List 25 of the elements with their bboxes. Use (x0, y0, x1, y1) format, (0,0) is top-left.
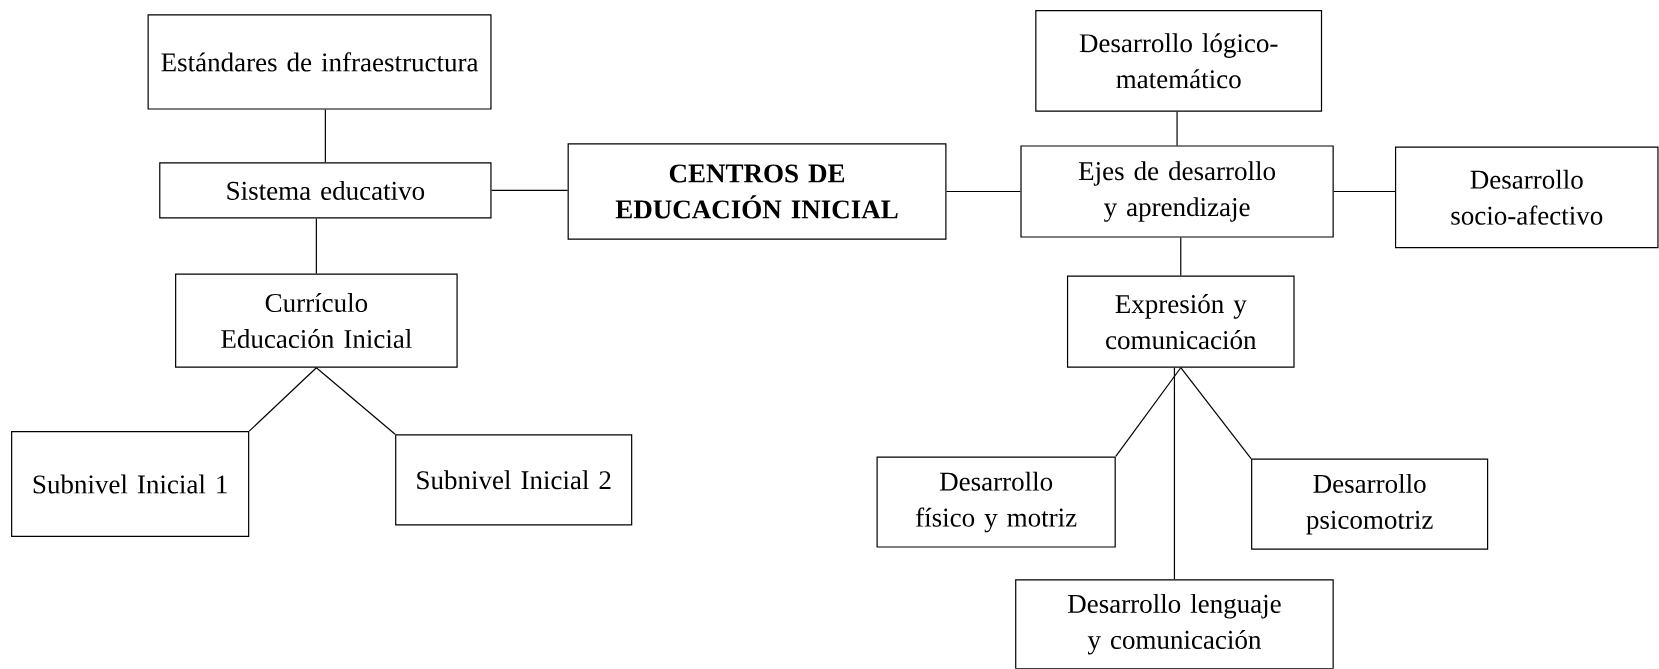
connector-line (1115, 367, 1182, 458)
text-box: Sistema educativo (159, 162, 492, 219)
connector-line (248, 367, 317, 432)
text-box: Desarrollo lenguaje y comunicación (1015, 579, 1334, 669)
text-box: Desarrollo físico y motriz (876, 456, 1116, 548)
text-box: Desarrollo socio-afectivo (1394, 146, 1659, 249)
connector-line (315, 367, 396, 435)
text-box: Subnivel Inicial 2 (395, 434, 633, 526)
connector-line (1173, 367, 1176, 580)
connector-line (1176, 111, 1178, 147)
text-box: Estándares de infraestructura (147, 14, 492, 110)
connector-line (1180, 237, 1182, 277)
text-box: Ejes de desarrollo y aprendizaje (1020, 145, 1334, 238)
connector-line (1180, 367, 1252, 460)
text-box: Desarrollo psicomotriz (1251, 458, 1489, 550)
text-box: Subnivel Inicial 1 (11, 431, 250, 538)
text-box: Currículo Educación Inicial (175, 273, 458, 368)
text-box: Desarrollo lógico-matemático (1035, 10, 1323, 112)
connector-line (945, 191, 1021, 193)
connector-line (490, 190, 569, 192)
connector-line (324, 109, 326, 164)
connector-line (1333, 191, 1396, 193)
text-box: CENTROS DE EDUCACIÓN INICIAL (567, 143, 947, 240)
connector-line (315, 218, 317, 275)
text-box: Expresión y comunicación (1066, 275, 1295, 368)
